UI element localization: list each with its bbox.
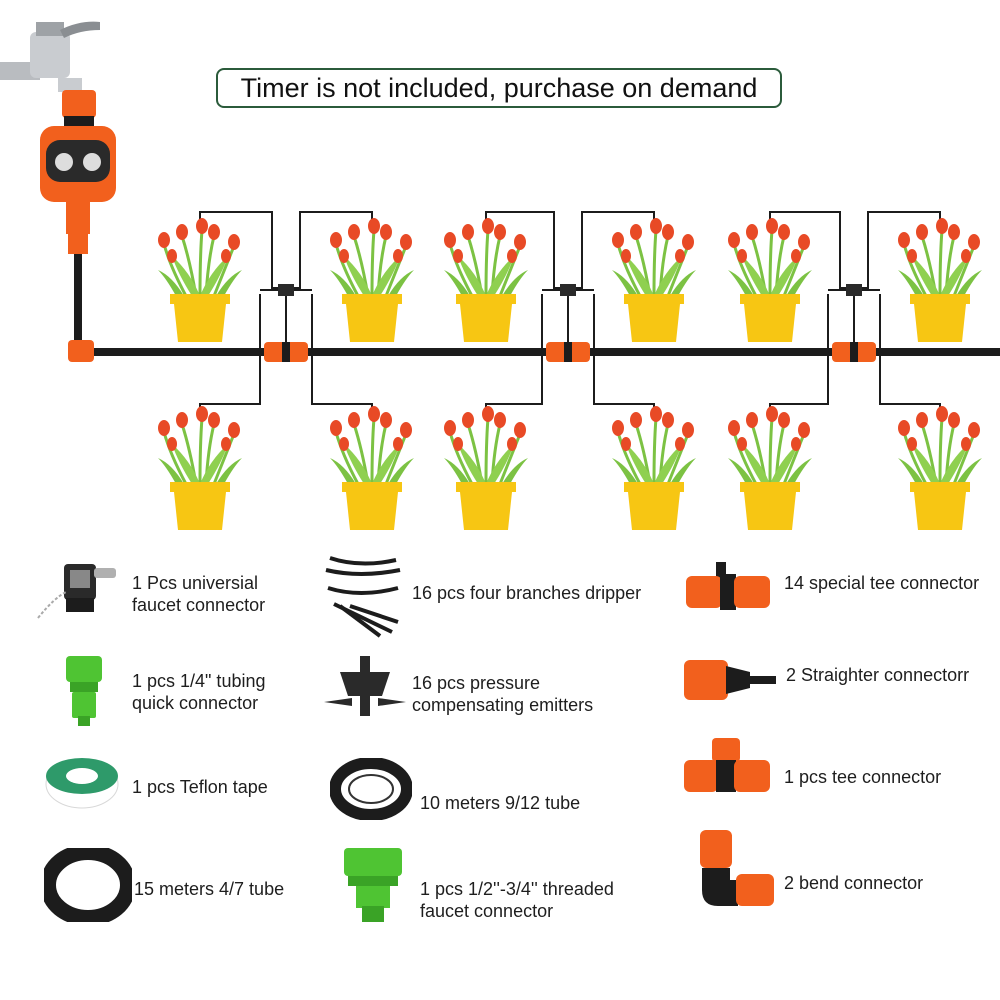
- branch-tube: [568, 211, 655, 289]
- item-label-tube-small: 15 meters 4/7 tube: [134, 879, 285, 899]
- tee-marker-center: [282, 342, 290, 362]
- item-label-special-tee: 14 special tee connector: [784, 573, 980, 593]
- flower-pot-bottom: [442, 404, 530, 532]
- bend-connector-icon: [700, 830, 774, 906]
- emitter-marker: [846, 284, 862, 296]
- item-label-dripper: 16 pcs four branches dripper: [412, 583, 642, 603]
- flower-pot-top: [442, 216, 530, 344]
- notice-banner: Timer is not included, purchase on deman…: [216, 68, 782, 108]
- flower-pot-bottom: [726, 404, 814, 532]
- flower-pot-top: [726, 216, 814, 344]
- tube-coil-small-icon: [44, 848, 132, 922]
- flower-pot-top: [328, 216, 416, 344]
- quick-connector-icon: [66, 656, 102, 726]
- emitter-marker: [560, 284, 576, 296]
- faucet-connector-icon: [37, 564, 116, 619]
- branch-tube: [769, 211, 854, 289]
- teflon-tape-icon: [45, 758, 119, 809]
- item-label-bend-connector: 2 bend connector: [784, 873, 924, 893]
- straight-connector-icon: [684, 660, 776, 700]
- item-label-straight-connector: 2 Straighter connectorr: [786, 665, 970, 685]
- flower-pot-top: [156, 216, 244, 344]
- item-label-teflon-tape: 1 pcs Teflon tape: [132, 777, 268, 797]
- flower-pot-bottom: [610, 404, 698, 532]
- branch-tube: [485, 211, 568, 289]
- irrigation-diagram: [0, 21, 1000, 532]
- emitter-marker: [278, 284, 294, 296]
- flower-pot-bottom: [156, 404, 244, 532]
- branch-tube: [286, 211, 373, 289]
- flower-pot-bottom: [896, 404, 984, 532]
- tube-coil-large-icon: [330, 758, 412, 820]
- dripper-icon: [325, 556, 401, 638]
- tee-marker-center: [564, 342, 572, 362]
- branch-tube: [199, 211, 286, 289]
- special-tee-icon: [686, 562, 770, 610]
- flower-pot-bottom: [328, 404, 416, 532]
- flower-pot-top: [896, 216, 984, 344]
- timer-icon: [40, 90, 116, 254]
- threaded-connector-icon: [344, 848, 402, 922]
- tee-connector-icon: [684, 738, 770, 792]
- item-label-tee-connector: 1 pcs tee connector: [784, 767, 942, 787]
- emitter-icon: [324, 656, 406, 716]
- flower-pot-top: [610, 216, 698, 344]
- branch-tube: [854, 211, 941, 289]
- tee-marker-center: [850, 342, 858, 362]
- item-label-tube-large: 10 meters 9/12 tube: [420, 793, 581, 813]
- faucet-icon: [0, 21, 100, 92]
